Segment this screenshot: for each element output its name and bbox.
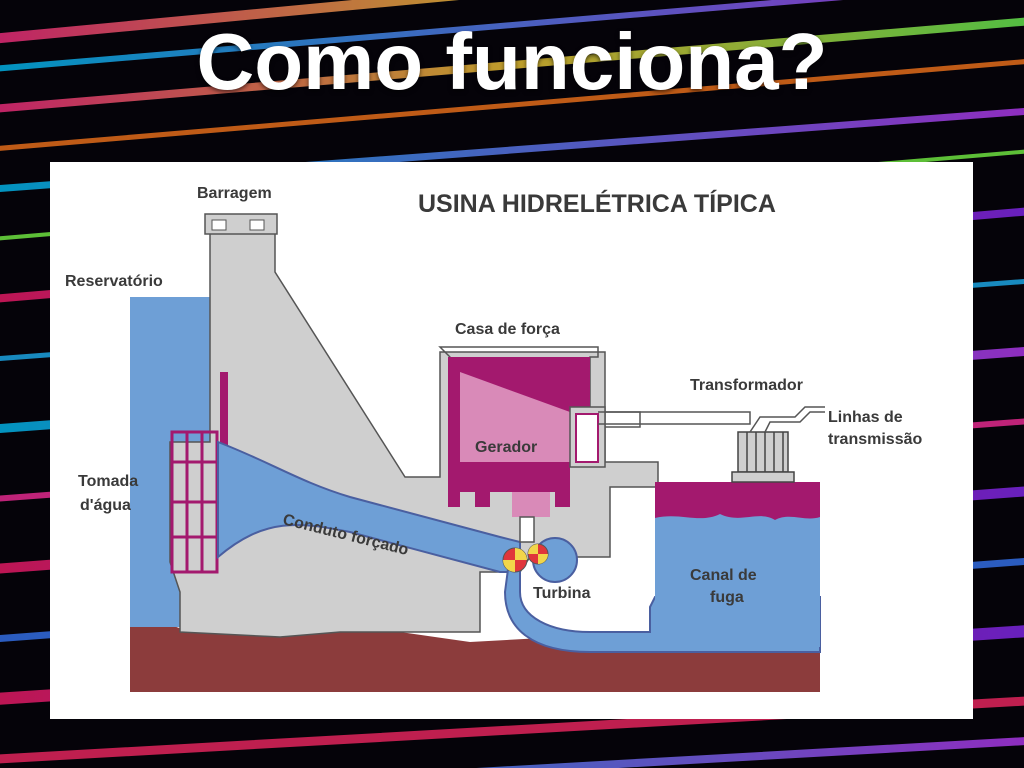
transmission-lines <box>749 406 825 433</box>
turbine-shaft <box>519 516 535 543</box>
label-canal-line2: fuga <box>710 589 744 606</box>
hydroelectric-diagram: USINA HIDRELÉTRICA TÍPICA Barragem Reser… <box>65 185 922 692</box>
canal-water <box>655 502 820 647</box>
label-canal-line1: Canal de <box>690 567 757 584</box>
label-casa-de-forca: Casa de força <box>455 321 560 338</box>
label-tomada-line1: Tomada <box>78 473 138 490</box>
canal-top <box>655 482 820 520</box>
label-tomada-line2: d'água <box>80 497 131 514</box>
diagram-panel: USINA HIDRELÉTRICA TÍPICA Barragem Reser… <box>50 162 973 719</box>
diagram-heading: USINA HIDRELÉTRICA TÍPICA <box>418 189 776 218</box>
label-barragem: Barragem <box>197 185 272 202</box>
generator-housing <box>460 372 570 462</box>
transmission-bracket <box>598 411 751 425</box>
label-reservatorio: Reservatório <box>65 273 163 290</box>
label-gerador: Gerador <box>475 439 537 456</box>
water-intake-grid <box>170 430 219 574</box>
label-transformador: Transformador <box>690 377 803 394</box>
label-linhas-line1: Linhas de <box>828 409 903 426</box>
turbine-wheel <box>502 543 549 573</box>
label-linhas-line2: transmissão <box>828 431 922 448</box>
label-turbina: Turbina <box>533 585 591 602</box>
slide-title: Como funciona? <box>196 17 828 106</box>
transformer <box>731 431 795 483</box>
